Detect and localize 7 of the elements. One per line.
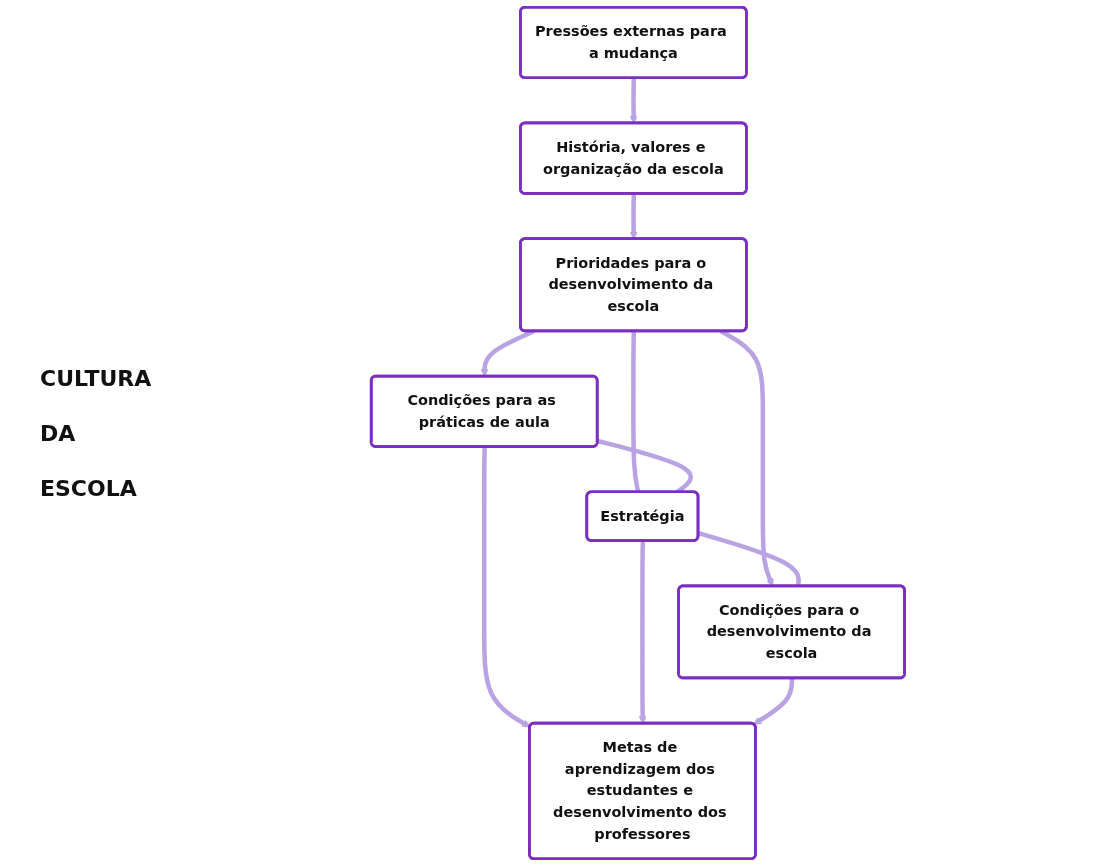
- culture-label: ESCOLA: [40, 475, 138, 501]
- culture-label: DA: [40, 420, 77, 446]
- arrow: [638, 540, 647, 724]
- arrow: [753, 678, 795, 725]
- culture-label: CULTURA: [40, 365, 152, 391]
- arrow: [480, 329, 535, 377]
- arrow: [482, 446, 531, 728]
